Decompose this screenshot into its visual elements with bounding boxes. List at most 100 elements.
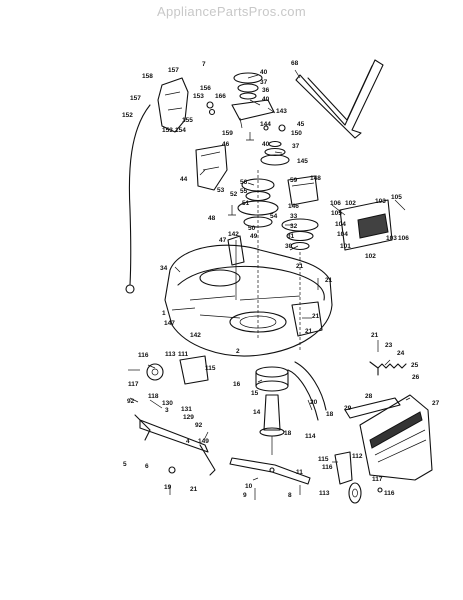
callout-label: 142 — [228, 231, 239, 238]
callout-label: 116 — [138, 352, 149, 359]
rod-20 — [287, 369, 319, 421]
mower-blade — [229, 457, 311, 485]
callout-label: 44 — [180, 176, 188, 183]
callout-label: 16 — [233, 381, 241, 388]
callout-label: 115 — [205, 365, 216, 372]
callout-label: 21 — [312, 313, 320, 320]
callout-label: 159 — [222, 130, 233, 137]
callout-label: 111 — [178, 351, 189, 358]
callout-label: 149 — [198, 438, 209, 445]
spindle-housing — [255, 366, 289, 378]
callout-label: 114 — [305, 433, 316, 440]
callout-label: 56 — [240, 179, 248, 186]
callout-label: 29 — [344, 405, 352, 412]
callout-label: 146 — [288, 203, 299, 210]
callout-label: 143 — [276, 108, 287, 115]
callout-label: 102 — [345, 200, 356, 207]
left-bracket — [179, 355, 209, 385]
fasteners — [128, 132, 379, 495]
control-cable — [128, 104, 151, 286]
callout-label: 1 — [162, 310, 166, 317]
callout-label: 115 — [318, 456, 329, 463]
discharge-chute — [359, 394, 433, 481]
deck-baffle — [291, 301, 323, 337]
callout-label: 10 — [245, 483, 253, 490]
hanger-bracket — [339, 199, 393, 251]
callout-label: 68 — [291, 60, 299, 67]
callout-label: 33 — [290, 213, 298, 220]
spring — [377, 363, 407, 369]
callout-label: 116 — [384, 490, 395, 497]
lift-arm — [139, 419, 209, 453]
idler-pulley — [233, 72, 263, 84]
callout-label: 105 — [391, 194, 402, 201]
callout-label: 28 — [365, 393, 373, 400]
callout-label: 27 — [432, 400, 440, 407]
callout-label: 156 — [200, 85, 211, 92]
callout-label: 18 — [284, 430, 292, 437]
callout-label: 117 — [128, 381, 139, 388]
mower-deck — [164, 244, 333, 357]
callout-label: 158 — [142, 73, 153, 80]
callout-label: 51 — [242, 200, 250, 207]
callout-label: 24 — [397, 350, 405, 357]
callout-label: 55 — [240, 188, 248, 195]
callout-label: 2 — [236, 348, 240, 355]
callout-label: 4 — [186, 438, 190, 445]
idler-bracket — [227, 235, 245, 266]
callout-label: 129 — [183, 414, 194, 421]
callout-label: 21 — [325, 277, 333, 284]
callout-label: 147 — [164, 320, 175, 327]
callout-label: 37 — [292, 143, 300, 150]
callout-label: 130 — [162, 400, 173, 407]
callout-label: 6 — [145, 463, 149, 470]
callout-label: 32 — [290, 223, 298, 230]
callout-label: 106 — [330, 200, 341, 207]
callout-label: 31 — [287, 233, 295, 240]
callout-label: 153 — [162, 127, 173, 134]
bracket-148 — [287, 175, 319, 206]
callout-label: 105 — [331, 210, 342, 217]
callout-label: 47 — [219, 237, 227, 244]
callout-label: 113 — [165, 351, 176, 358]
callout-label: 40 — [262, 96, 270, 103]
belt-guard — [195, 144, 228, 191]
callout-label: 103 — [386, 235, 397, 242]
callout-label: 21 — [296, 263, 304, 270]
callout-label: 117 — [372, 476, 383, 483]
callout-label: 153 — [193, 93, 204, 100]
callout-label: 53 — [217, 187, 225, 194]
callout-label: 113 — [319, 490, 330, 497]
callout-label: 116 — [322, 464, 333, 471]
callout-label: 36 — [262, 87, 270, 94]
callout-label: 54 — [270, 213, 278, 220]
callout-label: 154 — [175, 127, 186, 134]
callout-label: 101 — [340, 243, 351, 250]
callout-label: 92 — [127, 398, 135, 405]
spindle — [263, 394, 281, 431]
callout-label: 48 — [208, 215, 216, 222]
callout-label: 118 — [148, 393, 159, 400]
callout-label: 40 — [262, 141, 270, 148]
pulley-145 — [260, 154, 290, 166]
watermark-text: AppliancePartsPros.com — [157, 4, 306, 19]
callout-label: 3 — [165, 407, 169, 414]
callout-label: 50 — [248, 225, 256, 232]
callout-label: 104 — [337, 231, 348, 238]
callout-label: 40 — [260, 69, 268, 76]
callout-label: 7 — [202, 61, 206, 68]
callout-label: 150 — [291, 130, 302, 137]
callout-label: 45 — [297, 121, 305, 128]
callout-label: 102 — [365, 253, 376, 260]
callout-label: 18 — [326, 411, 334, 418]
callout-label: 157 — [168, 67, 179, 74]
callout-label: 23 — [385, 342, 393, 349]
callout-label: 5 — [123, 461, 127, 468]
callout-label: 145 — [297, 158, 308, 165]
callout-label: 20 — [310, 399, 318, 406]
callout-label: 142 — [190, 332, 201, 339]
callout-label: 15 — [251, 390, 259, 397]
deflector-29 — [344, 397, 401, 419]
callout-label: 131 — [181, 406, 192, 413]
